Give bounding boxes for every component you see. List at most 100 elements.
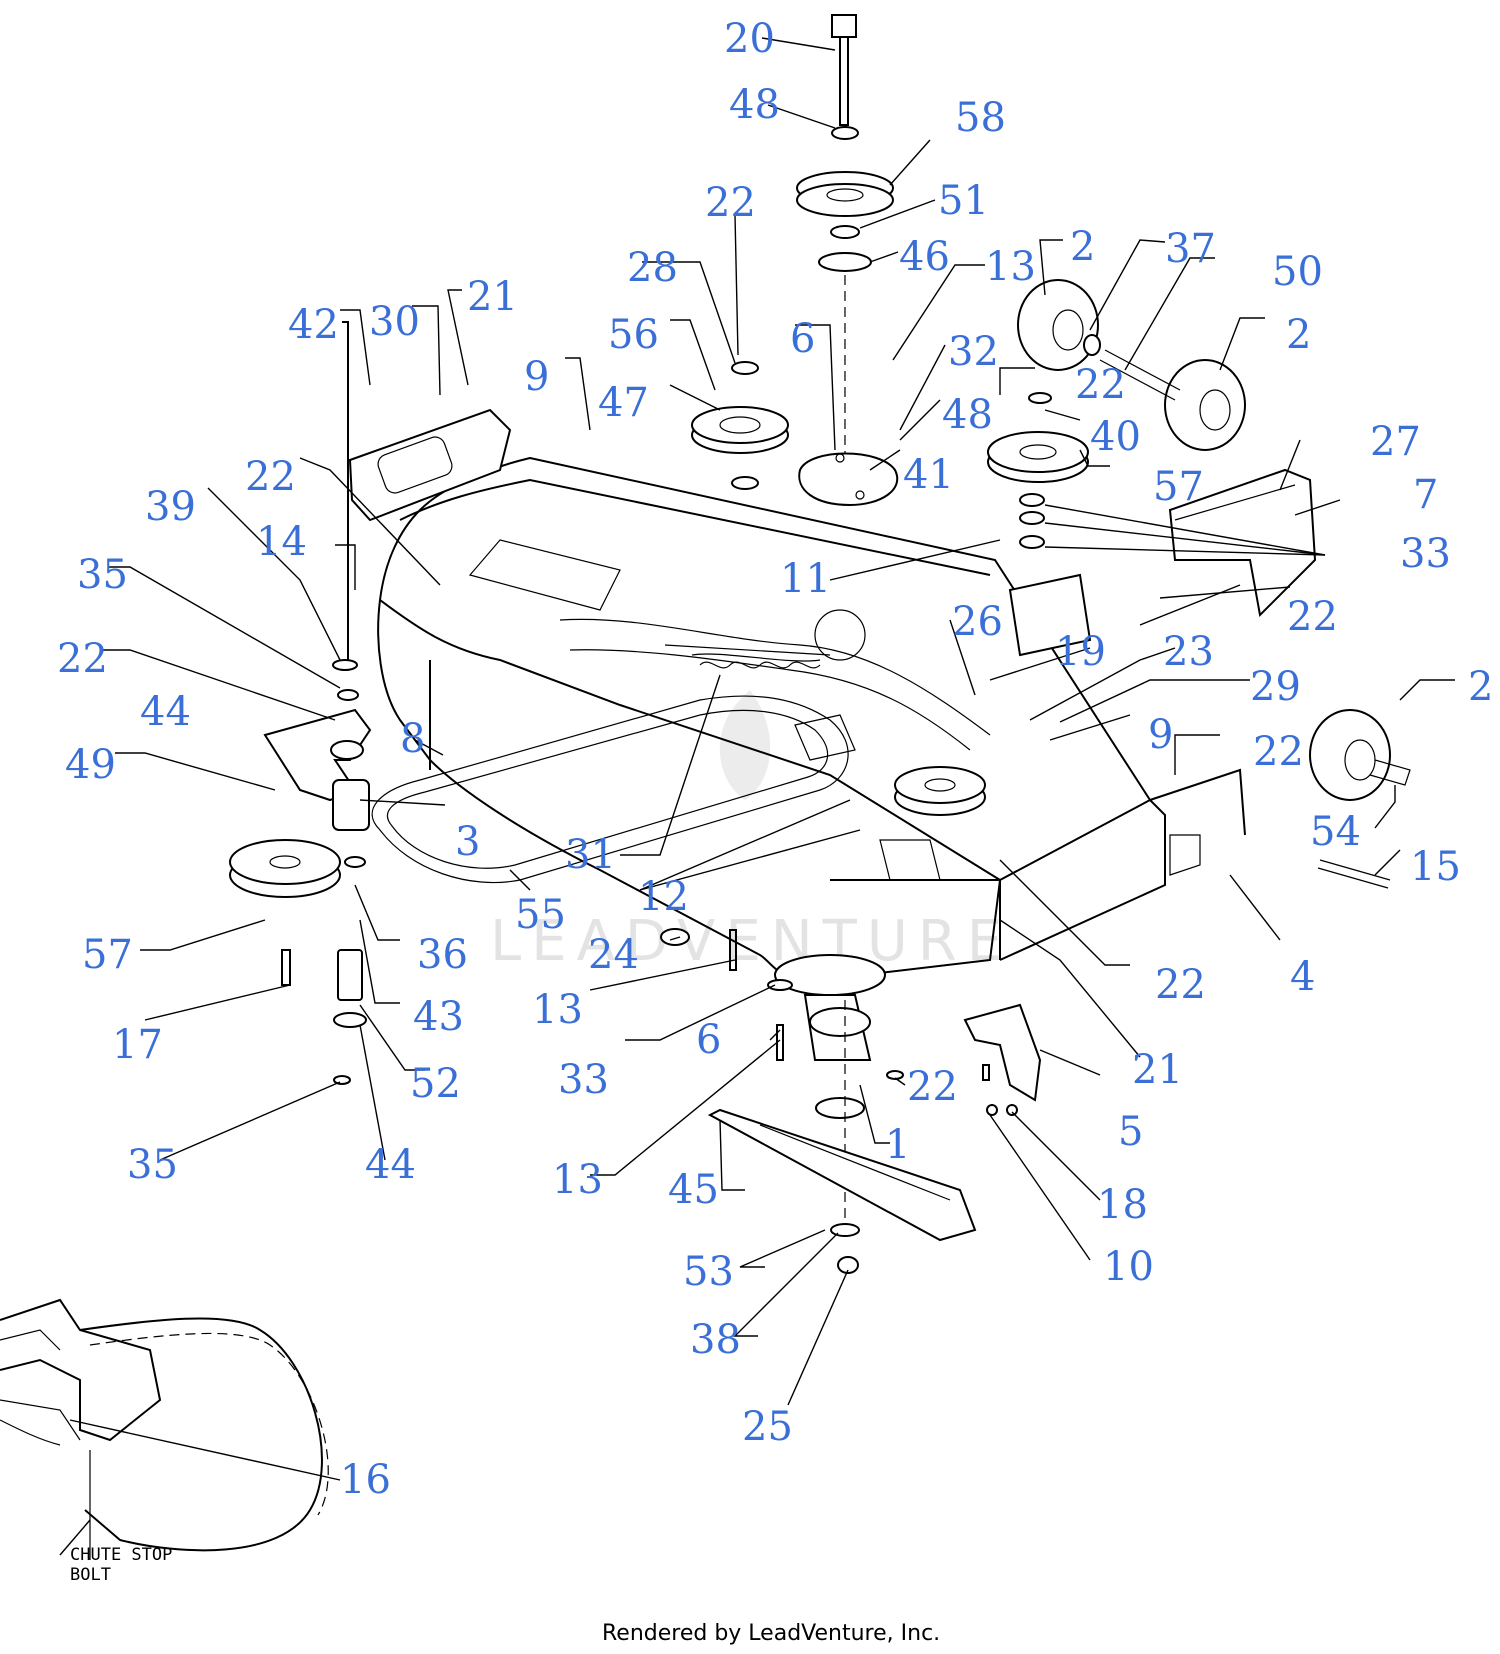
callout-55: 55 [515, 892, 566, 938]
callout-2-top-left: 2 [1070, 224, 1095, 270]
chute-stop-note: CHUTE STOP BOLT [70, 1545, 172, 1585]
callout-48-mid: 48 [942, 392, 993, 438]
center-spindle-assembly [660, 766, 986, 1230]
callout-10: 10 [1103, 1244, 1154, 1290]
callout-22-top: 22 [705, 180, 756, 226]
callout-13-bottom: 13 [552, 1157, 603, 1203]
gauge-wheel-right [1309, 709, 1411, 889]
callout-35-bottom: 35 [127, 1142, 178, 1188]
callout-36: 36 [417, 932, 468, 978]
callout-20: 20 [724, 16, 775, 62]
callout-44-bottom: 44 [365, 1142, 416, 1188]
callout-15: 15 [1410, 844, 1461, 890]
callout-2-right: 2 [1468, 664, 1493, 710]
callout-17: 17 [112, 1022, 163, 1068]
callout-31: 31 [565, 832, 616, 878]
callout-52: 52 [410, 1061, 461, 1107]
leader-lines [59, 37, 1455, 1556]
top-spindle-stack [796, 14, 894, 460]
callout-41: 41 [903, 452, 954, 498]
spindle-plate-top [798, 452, 899, 507]
mower-deck-housing [371, 456, 1246, 982]
blade-hardware [830, 1223, 860, 1274]
callout-2-top-right: 2 [1286, 312, 1311, 358]
callout-49: 49 [65, 742, 116, 788]
deck-mount-bracket [1008, 468, 1317, 657]
callout-56: 56 [608, 312, 659, 358]
callout-8: 8 [400, 716, 425, 762]
footer-credit: Rendered by LeadVenture, Inc. [602, 1621, 940, 1646]
callout-25: 25 [742, 1404, 793, 1450]
gauge-wheels-top [1017, 279, 1246, 451]
callout-42: 42 [288, 302, 339, 348]
callout-46: 46 [899, 234, 950, 280]
callout-7: 7 [1413, 472, 1438, 518]
callout-48-top: 48 [729, 82, 780, 128]
callout-9-left: 9 [524, 354, 549, 400]
note-line-1: CHUTE STOP [70, 1545, 172, 1565]
callout-22-lower-right: 22 [1155, 962, 1206, 1008]
callout-33-right: 33 [1400, 531, 1451, 577]
callout-24: 24 [588, 932, 639, 978]
idler-arm-assembly [229, 321, 372, 1085]
callout-32: 32 [948, 329, 999, 375]
bracket-5 [963, 1003, 1042, 1116]
callout-45: 45 [668, 1167, 719, 1213]
callout-35-top: 35 [77, 552, 128, 598]
callout-9-right: 9 [1148, 712, 1173, 758]
callout-13-mid: 13 [532, 987, 583, 1033]
callout-27: 27 [1370, 419, 1421, 465]
callout-58: 58 [955, 95, 1006, 141]
callout-22-right-bracket: 22 [1287, 594, 1338, 640]
washers-33 [1019, 493, 1045, 549]
callout-5: 5 [1118, 1109, 1143, 1155]
callout-57-right: 57 [1153, 464, 1204, 510]
callout-22-left-bracket: 22 [245, 454, 296, 500]
idler-pulley-57-right [987, 392, 1089, 483]
note-line-2: BOLT [70, 1565, 111, 1585]
callout-39: 39 [145, 484, 196, 530]
callout-18: 18 [1097, 1182, 1148, 1228]
watermark: LEADVENTURE [490, 690, 1012, 974]
callout-43: 43 [413, 994, 464, 1040]
callout-37: 37 [1165, 226, 1216, 272]
callout-22-lower-center: 22 [907, 1064, 958, 1110]
watermark-text: LEADVENTURE [490, 909, 1012, 974]
callout-21-top: 21 [467, 274, 518, 320]
callout-12: 12 [638, 874, 689, 920]
callout-51: 51 [938, 178, 989, 224]
callout-33-center: 33 [558, 1057, 609, 1103]
callout-3: 3 [455, 819, 480, 865]
callout-6-top: 6 [790, 316, 815, 362]
chute-stop-inset [0, 1298, 329, 1560]
callout-6-lower: 6 [696, 1017, 721, 1063]
bracket-30 [348, 408, 512, 522]
callout-labels: 20 48 58 22 51 46 28 13 2 37 50 56 6 32 … [57, 16, 1493, 1503]
callout-22-right-mid: 22 [1253, 729, 1304, 775]
callout-4: 4 [1290, 954, 1315, 1000]
callout-54: 54 [1310, 809, 1361, 855]
callout-14: 14 [256, 519, 307, 565]
callout-50: 50 [1272, 249, 1323, 295]
callout-40: 40 [1090, 414, 1141, 460]
callout-53: 53 [683, 1249, 734, 1295]
callout-29: 29 [1250, 664, 1301, 710]
callout-19: 19 [1055, 629, 1106, 675]
callout-16: 16 [340, 1457, 391, 1503]
idler-pulley-56 [691, 361, 789, 490]
callout-26: 26 [952, 599, 1003, 645]
mower-blade-45 [707, 1108, 977, 1242]
callout-38: 38 [690, 1317, 741, 1363]
callout-13-top: 13 [985, 244, 1036, 290]
callout-1: 1 [885, 1122, 910, 1168]
callout-21-lower: 21 [1132, 1047, 1183, 1093]
callout-22-left-arm: 22 [57, 636, 108, 682]
callout-47: 47 [598, 380, 649, 426]
callout-28: 28 [627, 245, 678, 291]
extension-spring-31 [699, 661, 821, 669]
callout-23: 23 [1163, 629, 1214, 675]
callout-22-wheel: 22 [1075, 362, 1126, 408]
callout-30: 30 [369, 299, 420, 345]
callout-11: 11 [780, 556, 831, 602]
